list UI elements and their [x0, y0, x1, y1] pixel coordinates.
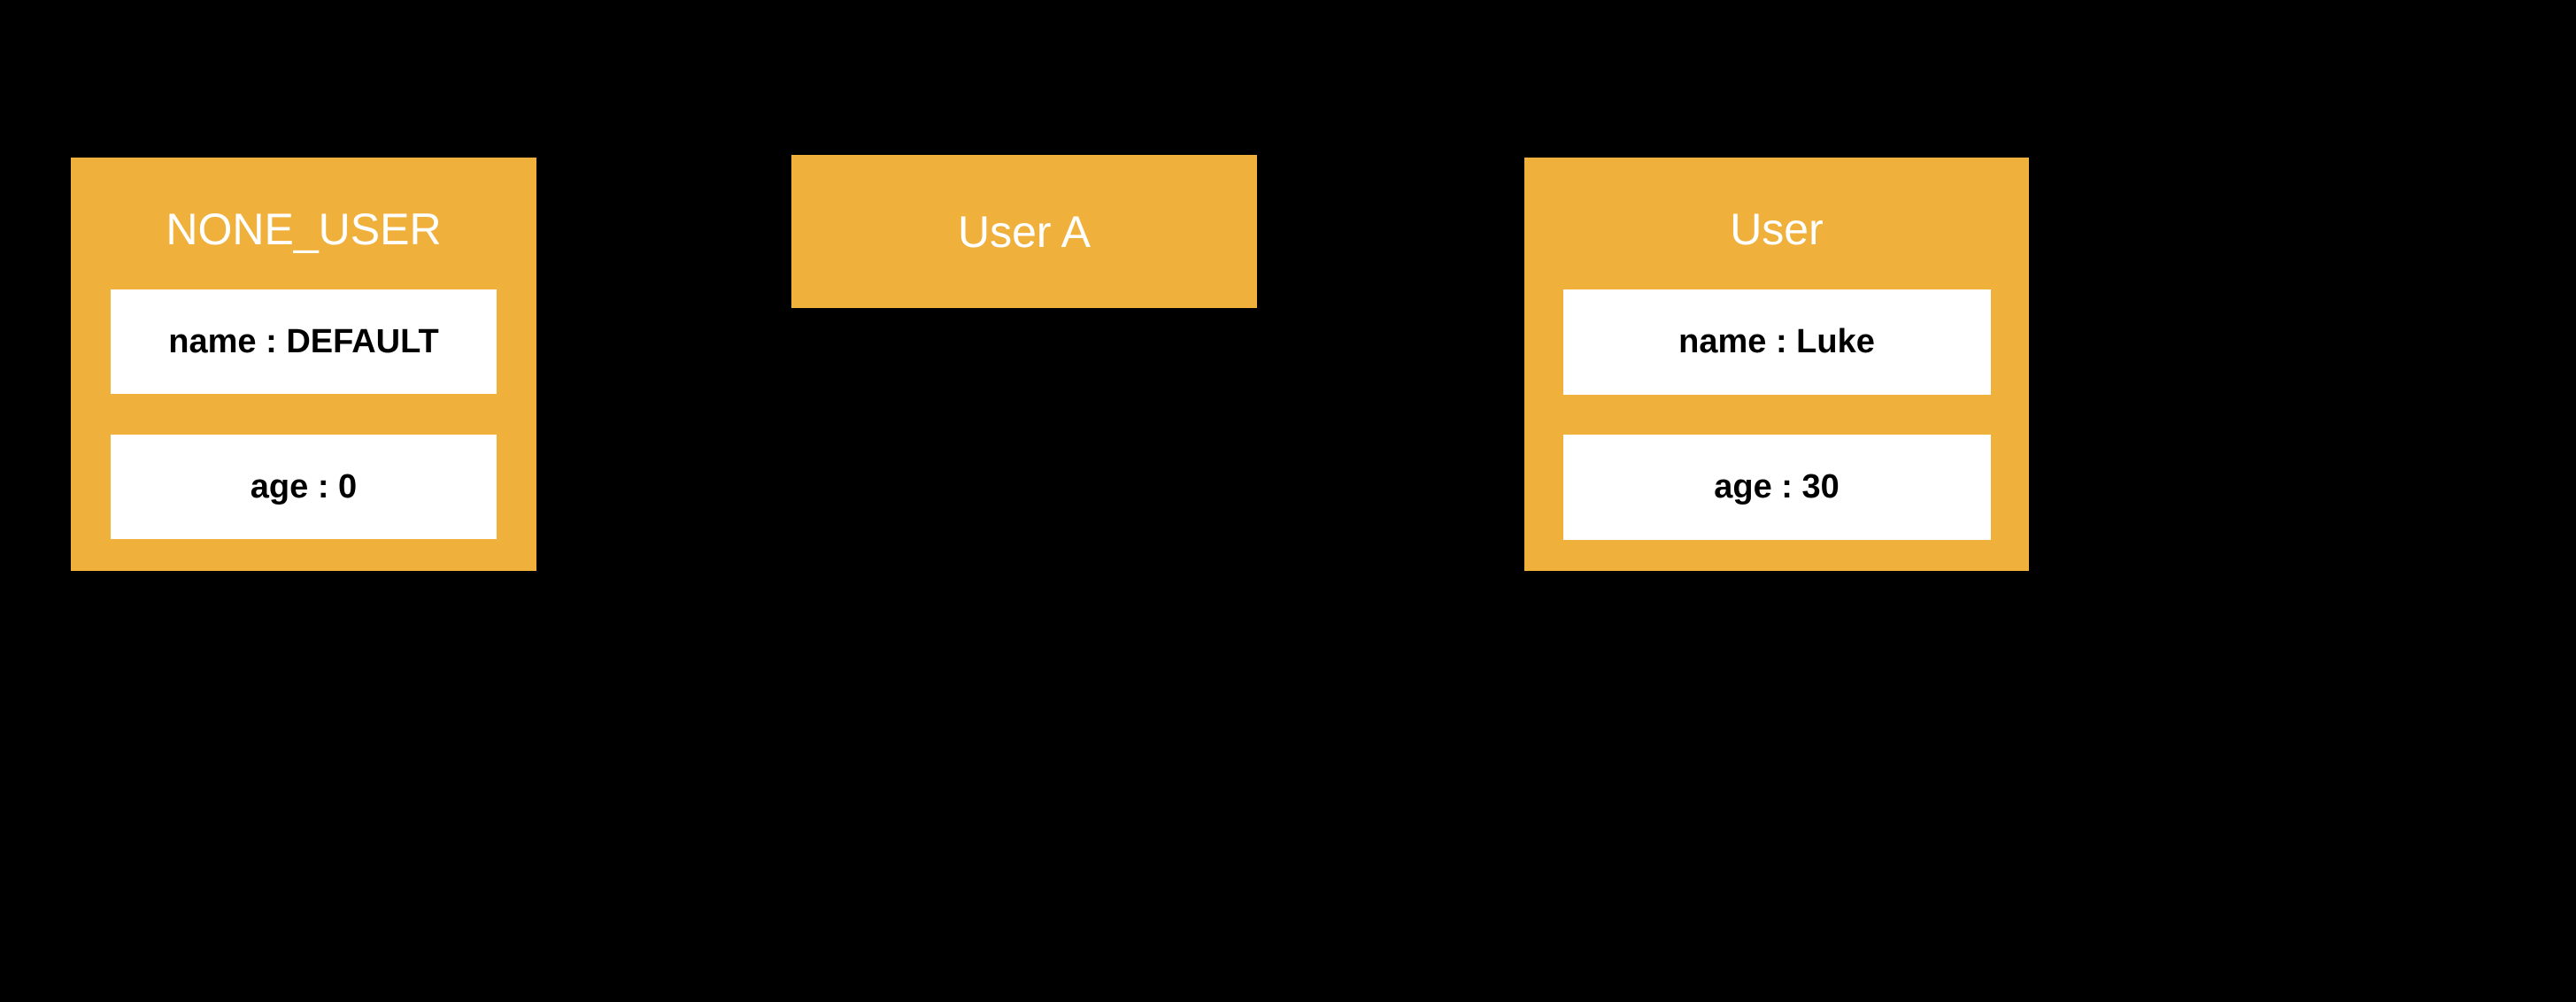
field-age[interactable]: age : 0 [111, 435, 497, 539]
field-name[interactable]: name : Luke [1562, 289, 1991, 395]
node-title: User [1730, 204, 1824, 254]
node-fields: name : Luke age : 30 [1524, 251, 2029, 540]
object-node-user[interactable]: User name : Luke age : 30 [1524, 158, 2029, 571]
field-age[interactable]: age : 30 [1562, 435, 1991, 540]
node-title: User A [957, 206, 1091, 257]
field-name[interactable]: name : DEFAULT [111, 289, 497, 394]
object-node-none-user[interactable]: NONE_USER name : DEFAULT age : 0 [71, 158, 536, 571]
object-node-user-a[interactable]: User A [791, 155, 1257, 308]
node-fields: name : DEFAULT age : 0 [71, 251, 536, 539]
node-title: NONE_USER [166, 204, 442, 254]
